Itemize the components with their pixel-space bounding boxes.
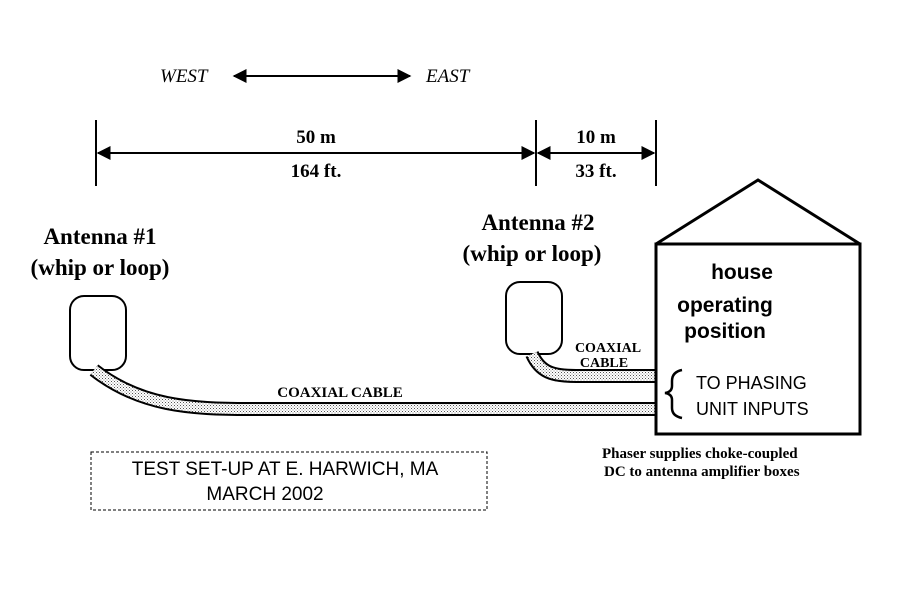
span2-meters: 10 m <box>576 127 616 148</box>
span1-meters: 50 m <box>296 127 336 148</box>
caption-box: TEST SET-UP AT E. HARWICH, MA MARCH 2002 <box>90 451 488 511</box>
house-walls <box>654 242 862 436</box>
east-label: EAST <box>425 66 471 87</box>
house: house operating position TO PHASING UNIT… <box>654 178 862 436</box>
phaser-note: Phaser supplies choke-coupled DC to ante… <box>602 446 800 480</box>
phasing-inputs-line2: UNIT INPUTS <box>696 399 809 419</box>
short-cable-label-line1: COAXIAL <box>575 341 641 356</box>
west-label: WEST <box>160 66 209 87</box>
long-cable <box>90 366 656 414</box>
antenna1-box <box>69 295 127 371</box>
distance-dimensions: 50 m 164 ft. 10 m 33 ft. <box>95 120 657 186</box>
house-label: house <box>711 261 773 284</box>
antenna2-subtitle: (whip or loop) <box>463 241 602 266</box>
phaser-note-line1: Phaser supplies choke-coupled <box>602 446 798 462</box>
span2-feet: 33 ft. <box>575 161 616 182</box>
inputs-brace <box>664 368 683 420</box>
coaxial-cables: COAXIAL CABLE COAXIAL CABLE <box>89 341 656 416</box>
operating-position-line2: position <box>684 320 766 343</box>
phasing-inputs-line1: TO PHASING <box>696 373 807 393</box>
antenna2-title: Antenna #2 <box>481 210 594 235</box>
antenna1-subtitle: (whip or loop) <box>31 255 170 280</box>
antenna-2: Antenna #2 (whip or loop) <box>463 210 602 355</box>
long-cable-label: COAXIAL CABLE <box>277 385 402 401</box>
operating-position-line1: operating <box>677 294 773 317</box>
house-roof <box>655 178 861 246</box>
short-cable <box>527 351 656 381</box>
caption-line2: MARCH 2002 <box>206 484 323 505</box>
antenna1-title: Antenna #1 <box>43 224 156 249</box>
antenna2-box <box>505 281 563 355</box>
caption-line1: TEST SET-UP AT E. HARWICH, MA <box>132 459 439 480</box>
direction-indicator: WEST EAST <box>160 66 471 87</box>
phaser-note-line2: DC to antenna amplifier boxes <box>604 464 800 480</box>
short-cable-label-line2: CABLE <box>580 356 628 371</box>
antenna-1: Antenna #1 (whip or loop) <box>31 224 170 371</box>
caption-border <box>90 451 488 511</box>
span1-feet: 164 ft. <box>291 161 342 182</box>
